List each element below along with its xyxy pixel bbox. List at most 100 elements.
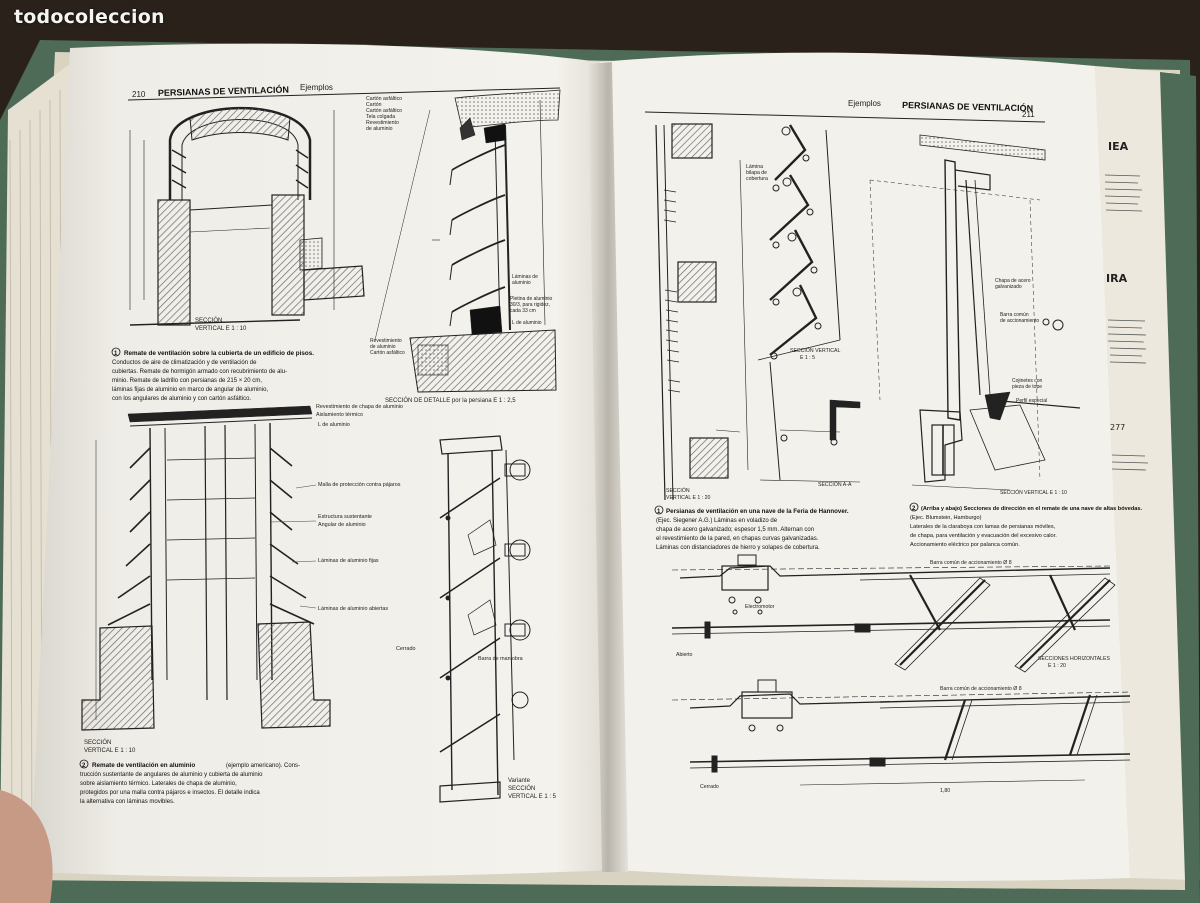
detail-lower-4: cada 33 cm xyxy=(510,308,536,314)
fig3-caption-line-3: Láminas con distanciadores de hierro y s… xyxy=(656,545,820,551)
fig4-caption: 2 (Arriba y abajo) Secciones de direcció… xyxy=(909,502,1142,548)
fig1-caption: 1 Remate de ventilación sobre la cubiert… xyxy=(111,347,314,402)
fig1-caption-line-4: con los angulares de aluminio y con cart… xyxy=(112,396,251,402)
fig4-label-1: galvanizado xyxy=(995,284,1022,290)
fig2-caption-line-3: protegidos por una malla contra pájaros … xyxy=(80,790,260,796)
detail-lower-2: Pletina de aluminio xyxy=(510,296,552,302)
detail-lower-1: aluminio xyxy=(512,280,531,286)
fig2-caption-line-4: la alternativa con láminas movibles. xyxy=(80,799,175,805)
fig3-number: 1 xyxy=(657,509,661,515)
fig4-caption-bold: (Arriba y abajo) Secciones de dirección … xyxy=(921,506,1142,512)
detail-caption: SECCIÓN DE DETALLE por la persiana E 1 :… xyxy=(385,397,516,404)
fig3-label-0: Lámina xyxy=(746,164,763,170)
detail-lower-5: L de aluminio xyxy=(512,320,542,326)
horizontal-label-1: Electromotor xyxy=(745,604,775,610)
fig4-label-0: Chapa de acero xyxy=(995,278,1031,284)
fig1-detail-labels: Cartón asfáltico Cartón Cartón asfáltico… xyxy=(366,96,402,132)
fig2-section-label: SECCIÓN xyxy=(84,739,111,746)
fig2-caption-line-2: sobre aislamiento térmico. Laterales de … xyxy=(80,781,237,787)
left-page-number: 210 xyxy=(132,90,146,99)
fig4-label-6: Perfil especial xyxy=(1016,398,1047,404)
fig2-variant-drawing xyxy=(439,435,531,803)
fig3-caption: 1 Persianas de ventilación en una nave d… xyxy=(654,505,849,551)
fig4-caption-line-1: Laterales de la claraboya con lamas de p… xyxy=(910,524,1056,530)
fig2-label-3: Malla de protección contra pájaros xyxy=(318,482,401,488)
fig3-label-4: E 1 : 5 xyxy=(800,355,815,361)
fig2-label-0: Revestimiento de chapa de aluminio xyxy=(316,404,403,410)
fig4-labels: Chapa de acero galvanizado Barra común d… xyxy=(995,278,1067,496)
fig2-label-8: Cerrado xyxy=(396,646,415,652)
spine-labels: IEA IRA 277 xyxy=(1106,140,1129,432)
watermark: todocoleccion xyxy=(14,6,165,28)
fig1-caption-line-3: láminas fijas de aluminio en marco de an… xyxy=(112,387,268,393)
horizontal-label-7: 1,80 xyxy=(940,788,950,794)
fig3-caption-line-0: (Ejec. Siegener A.G.) Láminas en voladiz… xyxy=(656,518,778,524)
fig3-caption-line-1: chapa de acero galvanizado; espesor 1,5 … xyxy=(656,527,814,533)
finger xyxy=(0,790,53,903)
detail-lower-3: 30/3, para rigidez, xyxy=(510,302,550,308)
detail-label-1: Cartón xyxy=(366,102,382,108)
fig1-caption-line-2: minio. Remate de ladrillo con persianas … xyxy=(112,378,262,384)
fig2-label-5: Angular de aluminio xyxy=(318,522,366,528)
fig4-drawing xyxy=(869,134,1081,491)
detail-lower-7: de aluminio xyxy=(370,344,396,350)
fig3-label-3: SECCIÓN VERTICAL xyxy=(790,347,840,354)
variant-label-2: VERTICAL E 1 : 5 xyxy=(508,794,557,800)
fig4-label-5: pieza de tope xyxy=(1012,384,1042,390)
right-header: Ejemplos PERSIANAS DE VENTILACIÓN 211 xyxy=(644,99,1046,123)
left-header-title: PERSIANAS DE VENTILACIÓN xyxy=(158,84,289,98)
fig3-labels: Lámina bilapa de cobertura SECCIÓN VERTI… xyxy=(666,164,852,501)
fig2-number: 2 xyxy=(82,763,86,769)
spine-line-0: IEA xyxy=(1108,140,1129,153)
fig2-caption-line-0: (ejemplo americano). Cons- xyxy=(226,763,300,769)
fig2-caption-bold: Remate de ventilación en aluminio xyxy=(92,762,195,769)
spine-text-lines xyxy=(1104,174,1149,471)
fig4-label-7: SECCIÓN VERTICAL E 1 : 10 xyxy=(1000,489,1067,496)
fig1-caption-line-0: Conductos de aire de climatización y de … xyxy=(112,360,257,366)
fig4-caption-line-2: de chapa, para ventilación y evacuación … xyxy=(910,533,1057,539)
left-header: 210 PERSIANAS DE VENTILACIÓN Ejemplos xyxy=(127,83,561,101)
horizontal-label-3: SECCIONES HORIZONTALES xyxy=(1038,656,1111,662)
fig2-variant-labels: Variante SECCIÓN VERTICAL E 1 : 5 xyxy=(508,778,557,800)
fig4-caption-line-0: (Ejec. Blumstein, Hamburgo) xyxy=(910,515,982,521)
spine-line-2: 277 xyxy=(1110,423,1125,432)
horizontal-label-2: Abierto xyxy=(676,652,693,658)
fig1-caption-line-1: cubiertas. Remate de hormigón armado con… xyxy=(112,369,287,375)
fig1-drawing xyxy=(129,106,365,326)
variant-label-1: SECCIÓN xyxy=(508,785,535,792)
fig2-label-4: Estructura sustentante xyxy=(318,514,372,520)
fig4-label-2: Barra común xyxy=(1000,312,1029,318)
horizontal-label-4: E 1 : 20 xyxy=(1048,663,1066,669)
fig4-label-3: de accionamiento xyxy=(1000,318,1039,324)
detail-label-0: Cartón asfáltico xyxy=(366,96,402,102)
detail-lower-6: Revestimiento xyxy=(370,338,402,344)
fig1-section-scale: VERTICAL E 1 : 10 xyxy=(195,326,247,332)
right-page-number: 211 xyxy=(1022,110,1035,119)
detail-lower-0: Láminas de xyxy=(512,274,538,280)
fig2-labels: Revestimiento de chapa de aluminio Aisla… xyxy=(316,404,523,662)
spine-line-1: IRA xyxy=(1106,272,1128,285)
fig2-leader-lines xyxy=(269,484,317,609)
cover-edge xyxy=(1160,72,1200,880)
horizontal-label-0: Barra común de accionamiento Ø 8 xyxy=(930,560,1012,566)
fig2-drawing xyxy=(81,405,331,731)
fig1-number: 1 xyxy=(114,351,118,357)
detail-label-2: Cartón asfáltico xyxy=(366,108,402,114)
detail-label-4: Revestimiento xyxy=(366,120,399,126)
fig1-detail-lower-labels: Láminas de aluminio Pletina de aluminio … xyxy=(370,274,552,356)
right-page xyxy=(600,52,1130,881)
fig1-caption-bold: Remate de ventilación sobre la cubierta … xyxy=(124,350,314,357)
detail-lower-8: Cartón asfáltico xyxy=(370,350,405,356)
fig1-section-label: SECCIÓN xyxy=(195,317,222,324)
fig2-label-2: L de aluminio xyxy=(318,422,350,428)
gutter xyxy=(588,62,628,872)
fig3-label-5: SECCIÓN A-A xyxy=(818,481,852,488)
fig3-caption-bold: Persianas de ventilación en una nave de … xyxy=(666,508,849,515)
horizontal-labels: Barra común de accionamiento Ø 8 Electro… xyxy=(676,560,1111,794)
fig2-label-6: Láminas de aluminio fijas xyxy=(318,558,379,564)
fig4-number: 2 xyxy=(912,506,916,512)
fig3-label-6: SECCIÓN xyxy=(666,487,690,494)
right-header-section: Ejemplos xyxy=(848,99,881,108)
fig4-caption-line-3: Accionamiento eléctrico por palanca comú… xyxy=(910,542,1020,548)
